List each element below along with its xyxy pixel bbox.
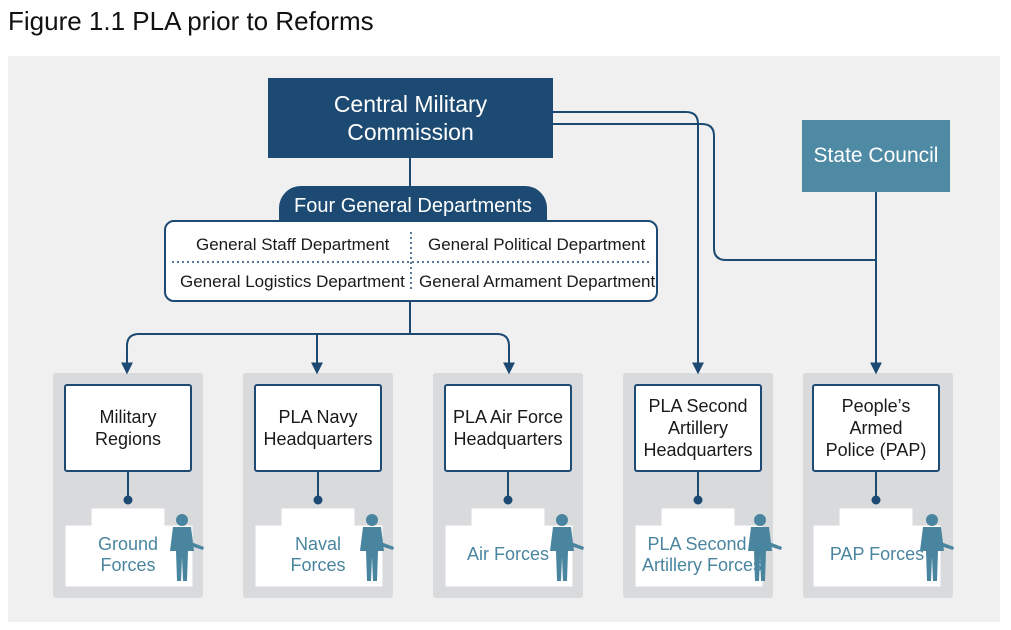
navy-hq-line-1: PLA Navy [278,407,358,427]
air-forces-label: Air Forces [462,544,554,565]
navy-hq-line-2: Headquarters [263,429,373,449]
air-force-headquarters-box: PLA Air Force Headquarters [444,384,572,472]
general-armament-department: General Armament Department [419,272,656,291]
naval-forces-line-1: Naval [294,534,342,554]
second-artillery-headquarters-box: PLA Second Artillery Headquarters [634,384,762,472]
cmc-line-2: Commission [347,119,474,145]
second-artillery-forces-label: PLA Second Artillery Forces [642,534,763,576]
military-regions-line-2: Regions [94,429,162,449]
second-artillery-hq-line-1: PLA Second [648,396,748,416]
soldier-icon [920,514,954,581]
pap-forces-label: PAP Forces [826,544,928,565]
navy-headquarters-box: PLA Navy Headquarters [254,384,382,472]
central-military-commission-box: Central Military Commission [268,78,553,158]
peoples-armed-police-box: People’s Armed Police (PAP) [812,384,940,472]
pap-line-1: People’s Armed [841,396,911,438]
connector-dot [693,495,703,505]
force-tab-second-artillery [635,508,763,587]
second-artillery-forces-line-1: PLA Second [647,534,747,554]
force-tab-ground [65,508,193,587]
military-regions-box: Military Regions [64,384,192,472]
ground-forces-line-2: Forces [100,555,156,575]
departments-dividers [172,232,650,292]
force-tab-pap [813,508,941,587]
connector-dot [313,495,323,505]
cmc-line-1: Central Military [333,91,488,117]
cmc-to-pap-line [553,123,876,261]
air-force-hq-line-2: Headquarters [453,429,563,449]
soldier-icon [360,514,394,581]
military-regions-line-1: Military [99,407,157,427]
naval-forces-label: Naval Forces [274,534,362,576]
air-force-hq-line-1: PLA Air Force [452,407,564,427]
general-political-department: General Political Department [428,235,646,254]
soldier-icon [748,514,782,581]
figure-title: Figure 1.1 PLA prior to Reforms [8,6,374,36]
connector-dot [871,495,881,505]
four-general-departments-label: Four General Departments [279,186,547,226]
soldier-icon [170,514,204,581]
force-tab-naval [255,508,383,587]
state-council-box: State Council [802,120,950,192]
second-artillery-forces-line-2: Artillery Forces [642,555,763,575]
connector-dot [123,495,133,505]
ground-forces-label: Ground Forces [84,534,172,576]
soldier-icon [550,514,584,581]
ground-forces-line-1: Ground [97,534,159,554]
pap-forces-line-1: PAP Forces [829,544,925,564]
second-artillery-hq-line-3: Headquarters [643,440,753,460]
naval-forces-line-2: Forces [290,555,346,575]
force-tab-air [445,508,573,587]
pap-line-2: Police (PAP) [825,440,927,460]
second-artillery-hq-line-2: Artillery [667,418,728,438]
general-staff-department: General Staff Department [196,235,390,254]
four-general-departments-box: General Staff Department General Politic… [164,220,658,302]
connector-dot [503,495,513,505]
air-forces-line-1: Air Forces [466,544,549,564]
general-logistics-department: General Logistics Department [180,272,405,291]
